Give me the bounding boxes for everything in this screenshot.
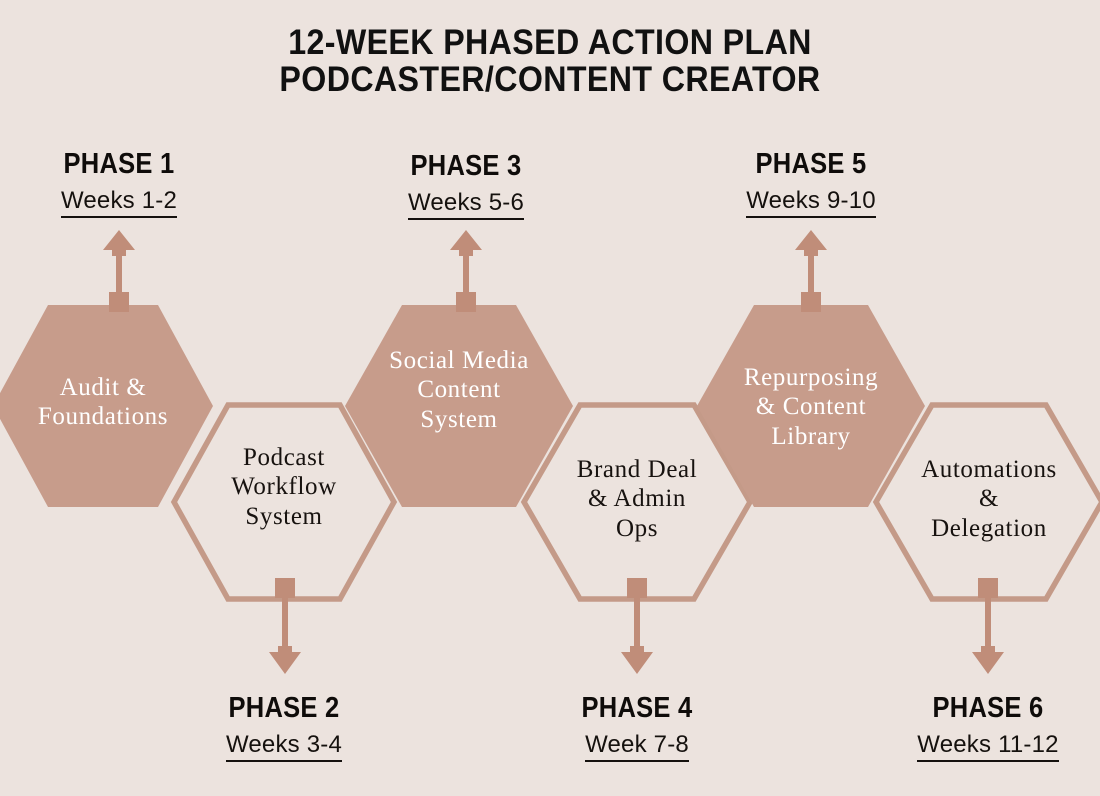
phase-weeks-4: Week 7-8 [507,731,767,762]
arrow-down-phase-6 [972,578,1004,674]
arrow-down-phase-4 [621,578,653,674]
callout-phase-2: PHASE 2 Weeks 3-4 [154,692,414,762]
callout-phase-3: PHASE 3 Weeks 5-6 [336,150,596,220]
callout-phase-5: PHASE 5 Weeks 9-10 [681,148,941,218]
hexagon-phase-5[interactable] [697,305,925,507]
phase-weeks-1: Weeks 1-2 [0,187,249,218]
arrow-up-phase-3 [450,230,482,312]
title-line-1: 12-WEEK PHASED ACTION PLAN [288,23,812,62]
phase-weeks-6: Weeks 11-12 [858,731,1100,762]
phase-label-3: PHASE 3 [410,150,522,182]
hexagon-phase-4[interactable] [520,402,754,602]
hexagon-label-phase-1: Audit & Foundations [37,374,169,431]
hexagon-label-phase-6: Automations & Delegation [921,456,1057,542]
arrow-down-phase-2 [269,578,301,674]
hexagon-phase-3[interactable] [345,305,573,507]
title-line-2: PODCASTER/CONTENT CREATOR [279,60,821,100]
phase-label-6: PHASE 6 [932,692,1044,724]
hexagon-label-phase-3: Social Media Content System [389,347,529,433]
phase-label-1: PHASE 1 [63,148,175,180]
arrow-up-phase-5 [795,230,827,312]
callout-phase-1: PHASE 1 Weeks 1-2 [0,148,249,218]
hexagon-phase-1[interactable] [0,305,213,507]
arrow-up-phase-1 [103,230,135,312]
hexagon-label-phase-4: Brand Deal & Admin Ops [576,456,698,542]
page-title: 12-WEEK PHASED ACTION PLAN PODCASTER/CON… [0,24,1100,98]
phase-weeks-2: Weeks 3-4 [154,731,414,762]
phase-label-4: PHASE 4 [581,692,693,724]
hexagon-phase-2[interactable] [170,402,398,602]
phase-label-5: PHASE 5 [755,148,867,180]
hexagon-label-phase-2: Podcast Workflow System [231,444,337,530]
callout-phase-4: PHASE 4 Week 7-8 [507,692,767,762]
phase-weeks-5: Weeks 9-10 [681,187,941,218]
hexagon-label-phase-5: Repurposing & Content Library [743,364,879,450]
hexagon-phase-6[interactable] [872,402,1100,602]
callout-phase-6: PHASE 6 Weeks 11-12 [858,692,1100,762]
phase-label-2: PHASE 2 [228,692,340,724]
phase-weeks-3: Weeks 5-6 [336,189,596,220]
